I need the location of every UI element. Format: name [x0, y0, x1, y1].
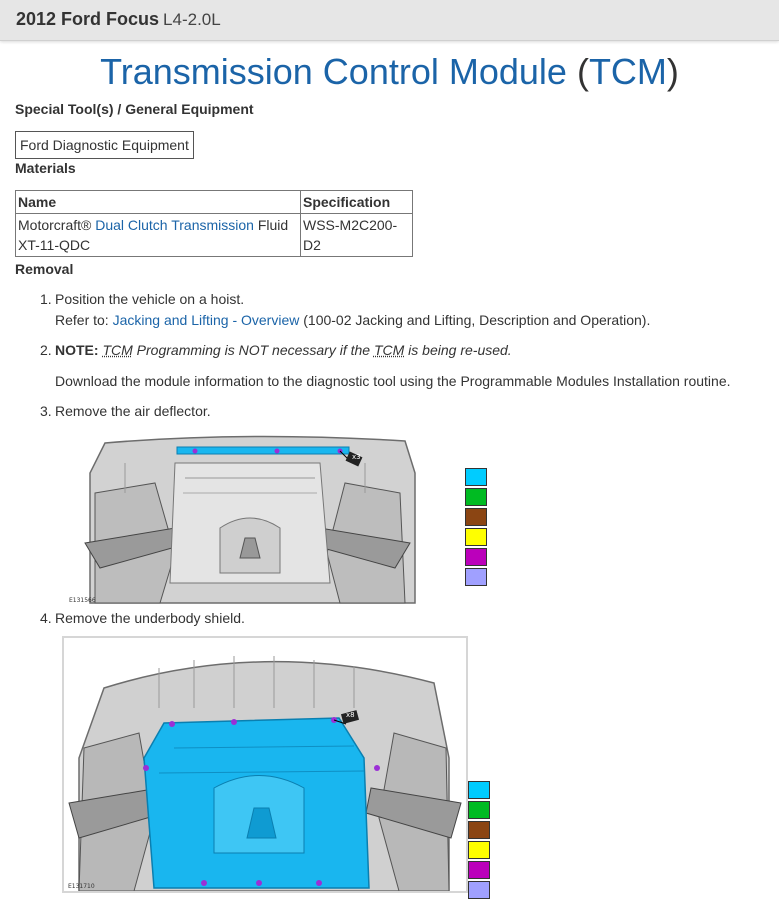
legend-swatch	[468, 861, 490, 879]
material-name-cell: Motorcraft® Dual Clutch Transmission Flu…	[15, 213, 301, 257]
step-number: 3.	[40, 403, 52, 419]
jacking-lifting-link[interactable]: Jacking and Lifting - Overview	[112, 312, 300, 328]
underbody-shield-drawing	[64, 638, 466, 892]
step-number: 2.	[40, 342, 52, 358]
vehicle-model: 2012 Ford Focus	[16, 9, 160, 29]
page-title: Transmission Control Module (TCM)	[100, 51, 679, 92]
air-deflector-drawing	[65, 433, 430, 607]
legend-swatch	[465, 528, 487, 546]
abbr-tcm: TCM	[373, 342, 405, 358]
legend-swatch	[468, 841, 490, 859]
underbody-shield-illustration: x8 E131710	[62, 636, 468, 893]
removal-heading: Removal	[15, 261, 74, 277]
legend-swatch	[465, 508, 487, 526]
step-text: Position the vehicle on a hoist.	[55, 291, 245, 307]
figure-callout: x8	[346, 711, 355, 719]
color-legend	[465, 468, 487, 588]
step-number: 4.	[40, 610, 52, 626]
step-text: Remove the air deflector.	[55, 403, 211, 419]
fluid-link[interactable]: Dual Clutch Transmission	[95, 217, 254, 233]
abbr-tcm: TCM	[102, 342, 133, 358]
legend-swatch	[465, 488, 487, 506]
table-row: Motorcraft® Dual Clutch Transmission Flu…	[15, 213, 413, 257]
material-spec-cell: WSS-M2C200-D2	[300, 213, 413, 257]
color-legend	[468, 781, 490, 901]
step-text: Remove the underbody shield.	[55, 610, 245, 626]
column-header-name: Name	[15, 190, 301, 214]
figure-callout: x3	[352, 453, 361, 461]
note-label: NOTE:	[55, 342, 99, 358]
legend-swatch	[468, 821, 490, 839]
figure-id: E131710	[68, 883, 95, 890]
step-number: 1.	[40, 291, 52, 307]
page-title-main: Transmission Control Module	[100, 51, 567, 92]
legend-swatch	[465, 568, 487, 586]
legend-swatch	[468, 881, 490, 899]
column-header-specification: Specification	[300, 190, 413, 214]
step-reference: Refer to: Jacking and Lifting - Overview…	[55, 312, 651, 328]
legend-swatch	[468, 781, 490, 799]
page-title-abbr: TCM	[588, 51, 667, 92]
step-text: Download the module information to the d…	[55, 373, 731, 389]
figure-id: E131566	[69, 597, 96, 604]
step-note: NOTE: TCM Programming is NOT necessary i…	[55, 342, 512, 358]
legend-swatch	[468, 801, 490, 819]
materials-table: Name Specification Motorcraft® Dual Clut…	[15, 190, 413, 257]
special-tool-item: Ford Diagnostic Equipment	[15, 131, 194, 159]
materials-heading: Materials	[15, 160, 76, 176]
air-deflector-illustration: x3 E131566	[65, 433, 430, 607]
legend-swatch	[465, 548, 487, 566]
vehicle-engine: L4-2.0L	[163, 10, 221, 29]
table-header-row: Name Specification	[15, 190, 413, 214]
legend-swatch	[465, 468, 487, 486]
special-tools-heading: Special Tool(s) / General Equipment	[15, 101, 254, 117]
